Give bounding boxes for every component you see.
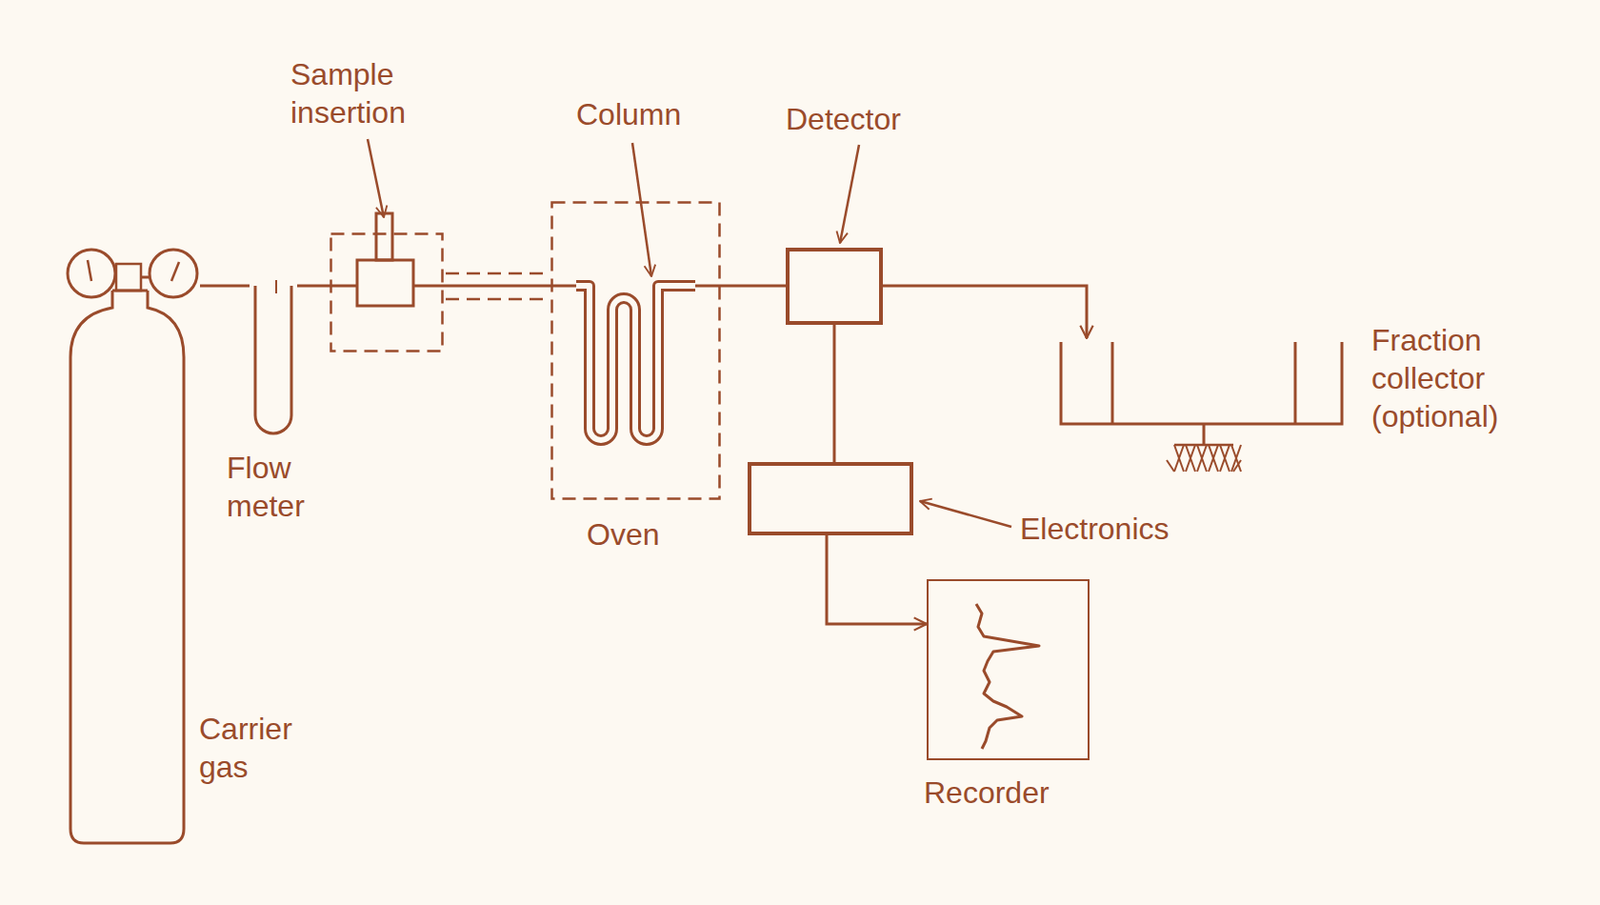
- outline-stroke: [1197, 444, 1207, 472]
- outline-stroke: [112, 289, 148, 293]
- outline-stroke: [1294, 341, 1298, 424]
- outline-stroke: [1166, 460, 1175, 472]
- part-label: Flow meter: [226, 448, 356, 525]
- gas-line: [443, 284, 577, 288]
- chromatogram-trace: [976, 603, 1040, 749]
- detector-box: Detector: [785, 247, 883, 325]
- column-coil: Column: [576, 271, 696, 453]
- part-label: Electronics: [1020, 509, 1230, 548]
- gas-line: [200, 284, 250, 288]
- outline-stroke: [1111, 341, 1115, 424]
- coil-shape: [576, 271, 696, 453]
- outline-stroke: [149, 249, 198, 298]
- gas-line: [826, 535, 927, 624]
- part-label: Carrier gas: [199, 709, 342, 786]
- transfer-line-dash: [445, 298, 551, 301]
- outline-stroke: [376, 213, 393, 260]
- box-shape: [785, 247, 883, 325]
- outline-stroke: [1231, 444, 1241, 472]
- gas-cylinder: Carrier gas: [59, 242, 200, 846]
- gas-line: [695, 284, 786, 288]
- outline-stroke: [1208, 444, 1219, 472]
- part-label: Recorder: [923, 773, 1096, 812]
- column-tube: [576, 285, 696, 440]
- outline-stroke: [1060, 341, 1342, 424]
- sample-injector: Sample insertion: [329, 232, 444, 353]
- outline-stroke: [1185, 444, 1196, 472]
- outline-stroke: [749, 463, 912, 534]
- gas-line: [297, 284, 330, 288]
- outline-stroke: [413, 284, 444, 288]
- electronics-box: Electronics: [747, 461, 914, 536]
- part-label: Sample insertion: [290, 55, 458, 132]
- frac-shape: [1052, 338, 1348, 481]
- outline-stroke: [1208, 444, 1219, 472]
- outline-stroke: [552, 202, 720, 500]
- outline-stroke: [1231, 444, 1241, 472]
- gas-line: [882, 285, 1087, 339]
- transfer-line-dash: [445, 272, 551, 276]
- fraction-collector: Fraction collector (optional): [1052, 338, 1348, 481]
- part-label: Column: [576, 95, 729, 134]
- flow-shape: [249, 285, 298, 431]
- part-label: Fraction collector (optional): [1371, 320, 1567, 436]
- leader-line: [632, 142, 652, 277]
- part-label: Detector: [785, 100, 958, 139]
- outline-stroke: [1220, 444, 1230, 472]
- outline-stroke: [70, 290, 184, 843]
- outline-stroke: [140, 276, 149, 280]
- oven-box: OvenColumn: [550, 200, 721, 500]
- outline-stroke: [67, 249, 116, 298]
- leader-line: [920, 500, 1012, 527]
- cyl-shape: [59, 242, 200, 846]
- box-shape: [747, 461, 914, 536]
- outline-stroke: [116, 263, 141, 291]
- outline-stroke: [171, 261, 180, 281]
- outline-stroke: [787, 249, 881, 323]
- outline-stroke: [331, 234, 443, 352]
- outline-stroke: [1185, 444, 1196, 472]
- outline-stroke: [357, 260, 414, 306]
- gas-line: [833, 324, 837, 462]
- leader-line: [367, 139, 384, 218]
- outline-stroke: [115, 276, 117, 280]
- outline-stroke: [1202, 423, 1206, 445]
- outline-stroke: [1174, 444, 1184, 472]
- flow-meter: Flow meter: [249, 285, 298, 431]
- outline-stroke: [1197, 444, 1207, 472]
- leader-line: [840, 144, 860, 243]
- outline-stroke: [275, 280, 278, 294]
- column-bore: [576, 285, 696, 440]
- rec-shape: [926, 579, 1090, 760]
- outline-stroke: [255, 285, 292, 434]
- inj-shape: [329, 232, 444, 353]
- outline-stroke: [1174, 444, 1184, 472]
- outline-stroke: [87, 260, 92, 281]
- outline-stroke: [927, 580, 1089, 760]
- outline-stroke: [329, 284, 358, 288]
- outline-stroke: [1233, 460, 1241, 472]
- recorder-box: Recorder: [926, 579, 1090, 760]
- outline-stroke: [1220, 444, 1230, 472]
- part-label: Oven: [586, 515, 701, 554]
